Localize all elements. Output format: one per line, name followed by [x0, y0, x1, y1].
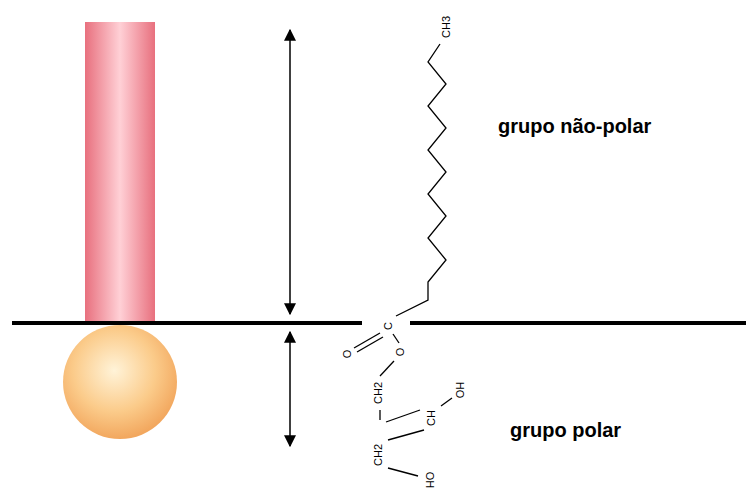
atom-label: O	[342, 350, 353, 359]
formula-group: CH2	[373, 444, 384, 466]
formula-group: HO	[425, 472, 436, 489]
formula-group: CH3	[441, 16, 452, 38]
atom-label: C	[383, 322, 394, 330]
atom-label: O	[395, 348, 406, 357]
dimension-arrow	[289, 332, 291, 446]
formula-group: CH2	[373, 382, 384, 404]
region-label: grupo polar	[510, 420, 621, 440]
formula-group: CH	[426, 410, 437, 426]
formula-group: OH	[455, 382, 466, 399]
hydrophilic-head	[63, 325, 177, 439]
interface-line	[12, 321, 362, 325]
region-label: grupo não-polar	[498, 116, 651, 136]
hydrophobic-tail	[85, 22, 155, 324]
dimension-arrow	[289, 30, 291, 314]
interface-line	[410, 321, 746, 325]
chemical-bonds	[354, 44, 452, 476]
